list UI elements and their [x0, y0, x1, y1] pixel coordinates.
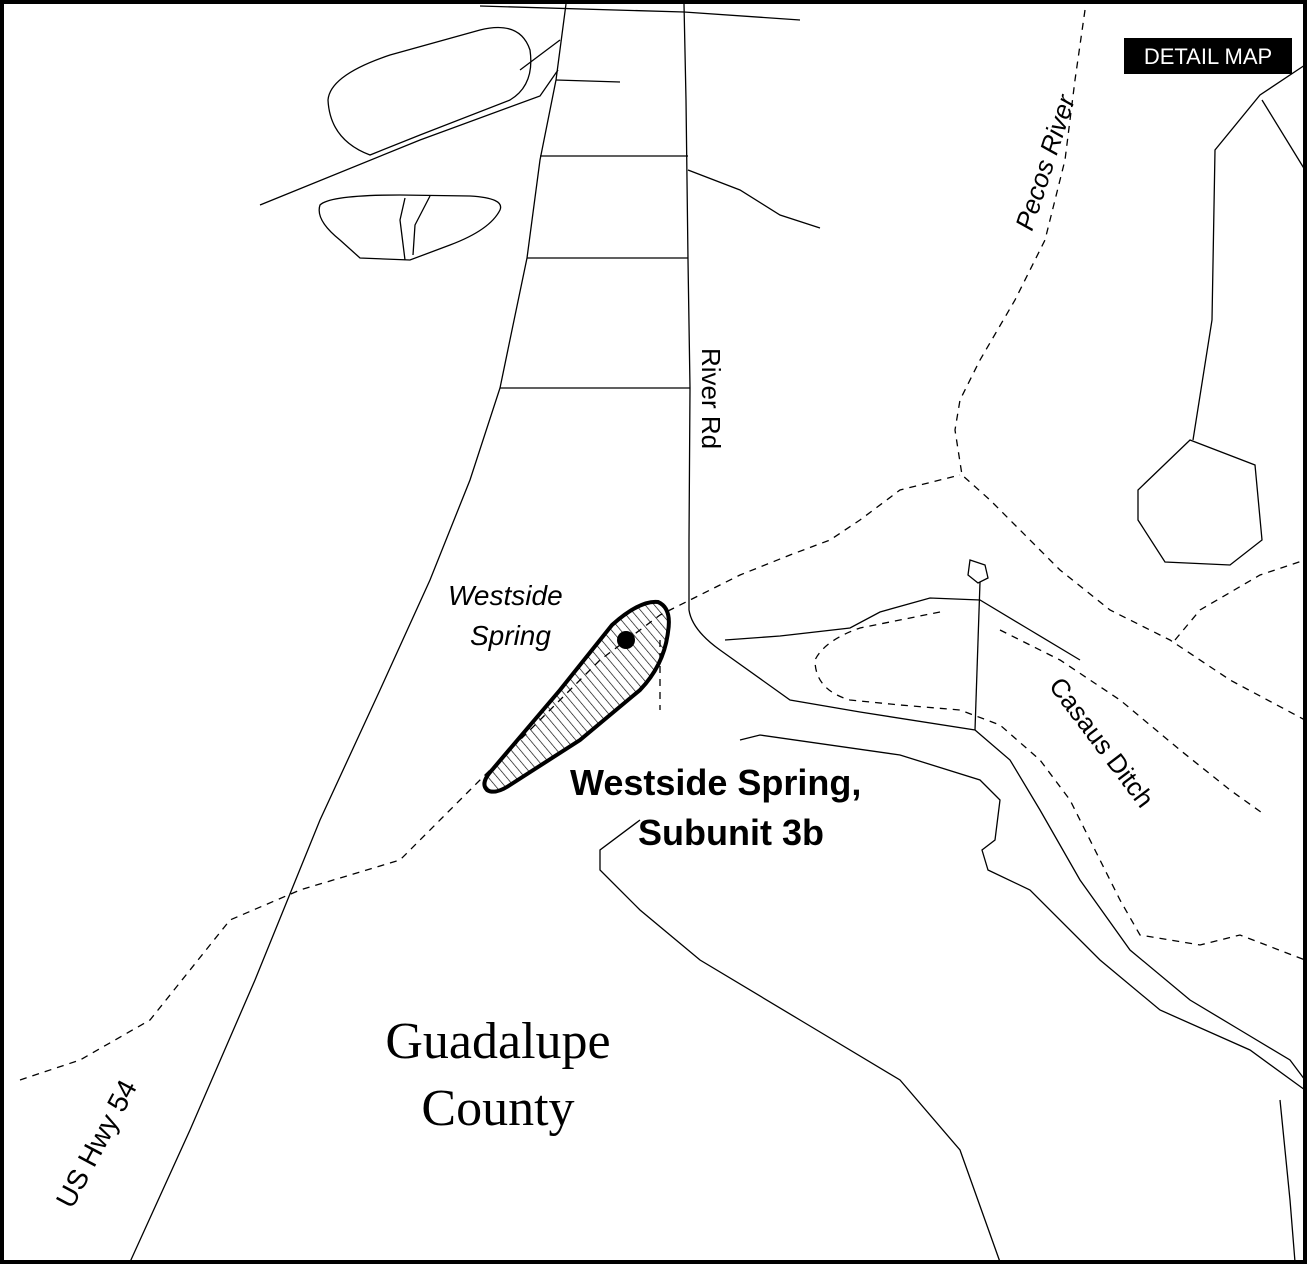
street-1: [555, 79, 621, 83]
loop-left-inner: [399, 197, 406, 261]
road-east-lower: [1279, 1099, 1296, 1263]
road-nw-branch: [519, 39, 561, 71]
pecos-river-line: [954, 9, 1306, 721]
county-label-line2: County: [421, 1080, 574, 1137]
road-right-vertical: [1192, 64, 1306, 441]
road-east-upper: [687, 169, 821, 229]
loop-left-inner2: [412, 195, 431, 256]
road-network: [129, 3, 1306, 1263]
subunit-3b-polygon: [482, 599, 671, 794]
casaus-ditch-line: [999, 629, 1266, 816]
loop-left: [318, 194, 502, 261]
dashed-east-branch: [1174, 559, 1306, 641]
building-outline: [967, 559, 989, 584]
road-north-south: [129, 3, 567, 1263]
ditch-inner-loop: [814, 611, 1306, 961]
loop-top-left: [327, 26, 532, 156]
road-inner-loop: [724, 597, 1081, 661]
building-lane: [974, 581, 981, 731]
detail-map-badge: DETAIL MAP: [1144, 44, 1272, 69]
road-top-diagonal: [479, 5, 801, 21]
area-outline-south: [739, 734, 1306, 1091]
westside-spring-label-line2: Spring: [470, 620, 551, 651]
subunit-label-line1: Westside Spring,: [570, 762, 861, 803]
spring-point-icon: [617, 631, 635, 649]
area-outline-south-lower: [599, 819, 1001, 1263]
river-rd-label: River Rd: [696, 348, 726, 449]
waterways: [19, 9, 1306, 1081]
detail-map-badge-bg: [1124, 38, 1292, 74]
subunit-label-line2: Subunit 3b: [638, 812, 824, 853]
road-nw-diagonal: [259, 69, 559, 206]
road-right-diagonal: [1261, 99, 1306, 171]
county-label-line1: Guadalupe: [385, 1013, 610, 1070]
westside-spring-label-line1: Westside: [448, 580, 563, 611]
river-rd: [683, 3, 1306, 1081]
pond-outline: [1137, 439, 1263, 566]
